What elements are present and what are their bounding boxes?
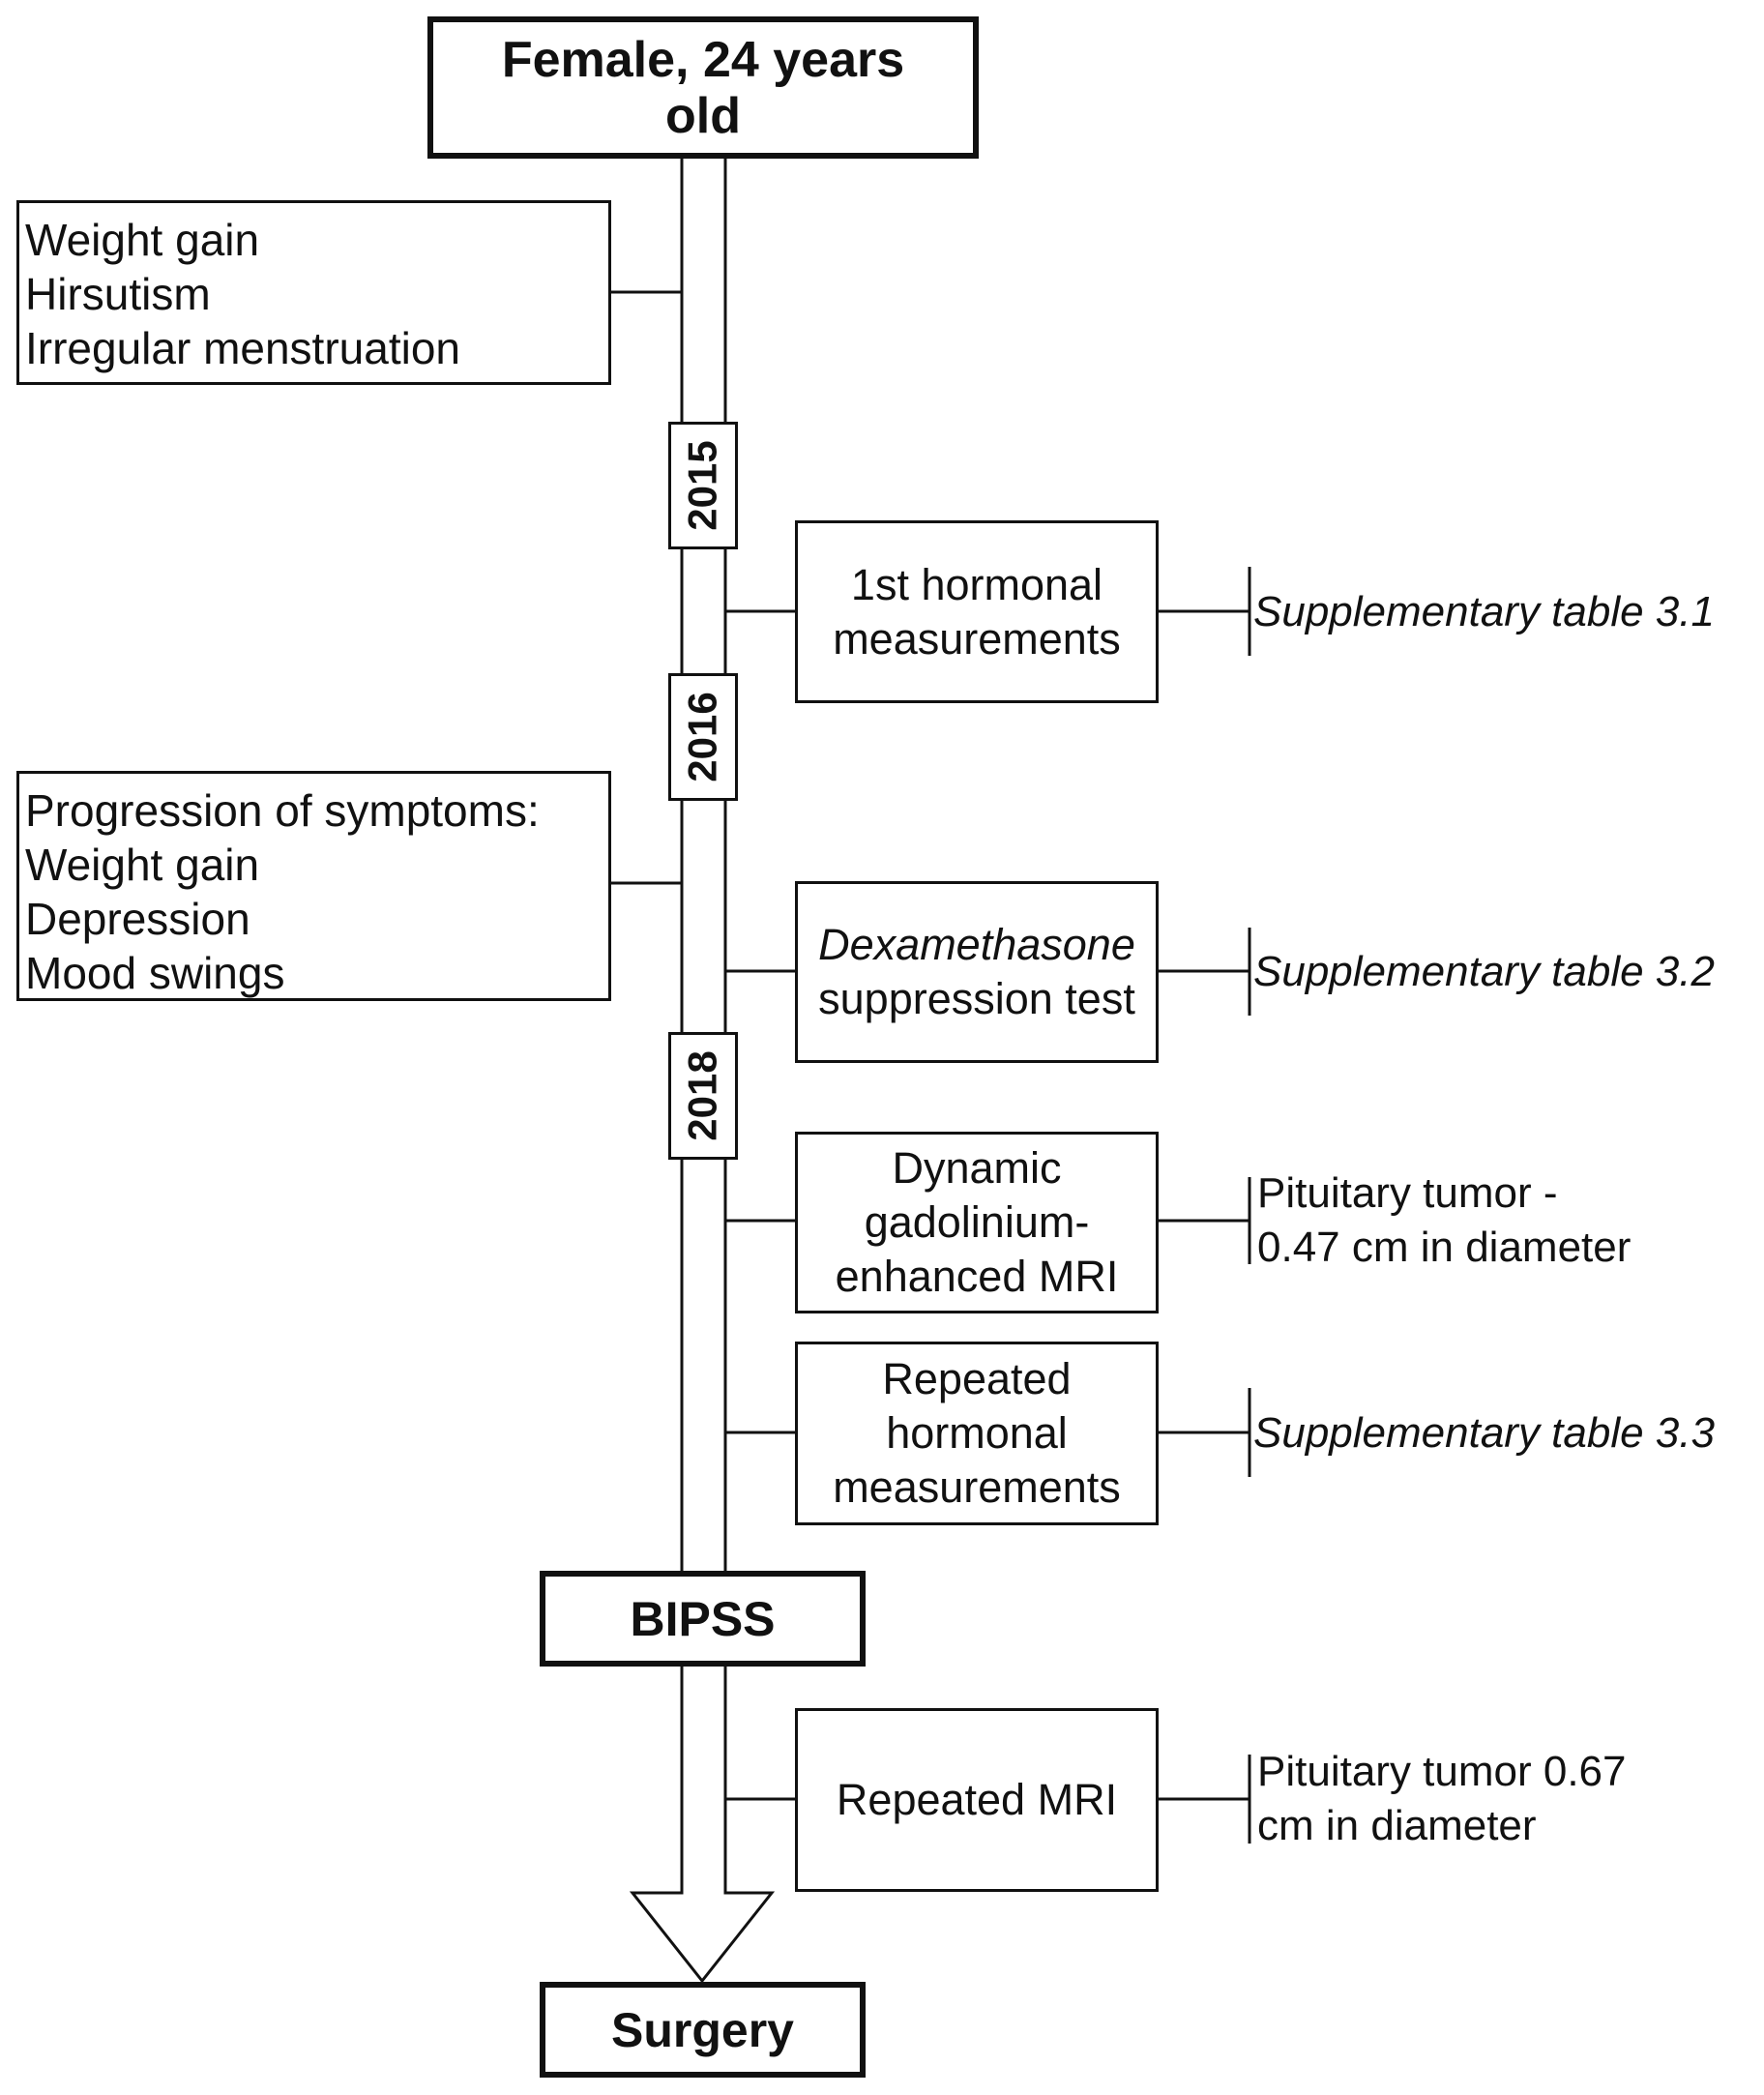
event-repeated-mri: Repeated MRI [795,1708,1159,1892]
symptom-item: Hirsutism [25,269,211,319]
surgery-box: Surgery [540,1982,866,2078]
symptom-item: Irregular menstruation [25,323,460,373]
result-mri: Pituitary tumor - 0.47 cm in diameter [1257,1169,1632,1271]
symptom-heading: Progression of symptoms: [25,785,540,836]
symptoms-box-progression: Progression of symptoms: Weight gain Dep… [16,771,611,1001]
year-marker-2016: 2016 [668,673,738,801]
start-line-1: Female, 24 years [501,31,905,88]
symptoms-box-initial: Weight gain Hirsutism Irregular menstrua… [16,200,611,385]
year-marker-2018: 2018 [668,1032,738,1160]
start-box: Female, 24 years old [427,16,979,159]
result-table-3-3: Supplementary table 3.3 [1253,1409,1715,1457]
year-marker-2015: 2015 [668,422,738,549]
result-table-3-1: Supplementary table 3.1 [1253,588,1715,635]
symptom-item: Depression [25,894,250,944]
timeline-arrow [629,1666,776,1984]
event-dexamethasone: Dexamethasone suppression test [795,881,1159,1063]
symptom-item: Weight gain [25,215,260,265]
result-repeated-mri: Pituitary tumor 0.67 cm in diameter [1257,1748,1627,1849]
start-line-2: old [665,87,741,144]
result-table-3-2: Supplementary table 3.2 [1253,948,1715,995]
bipss-box: BIPSS [540,1571,866,1667]
symptom-item: Mood swings [25,948,285,998]
event-hormonal-1: 1st hormonal measurements [795,520,1159,703]
event-hormonal-repeat: Repeated hormonal measurements [795,1342,1159,1525]
event-mri: Dynamic gadolinium- enhanced MRI [795,1132,1159,1313]
symptom-item: Weight gain [25,840,260,890]
